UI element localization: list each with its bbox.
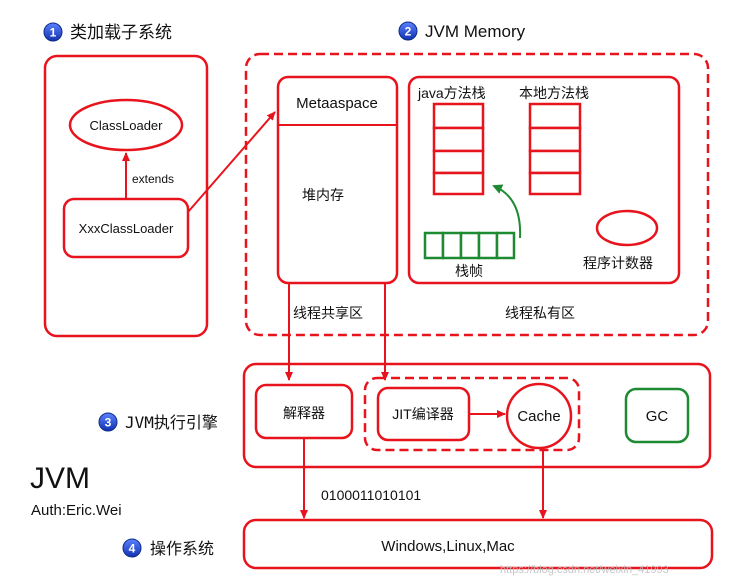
metaspace-label: Metaaspace (296, 95, 378, 112)
stack-frame-cell-2 (441, 231, 463, 260)
badge-4-number: 4 (129, 542, 136, 556)
section-3-header: 3 JVM执行引擎 (98, 412, 218, 432)
stack-frame-label: 栈帧 (455, 263, 483, 279)
heap-label: 堆内存 (302, 187, 344, 203)
section-1-title: 类加载子系统 (70, 23, 172, 42)
jit-group-box (363, 376, 581, 452)
badge-3-icon (98, 412, 118, 432)
native-stack-frame-3 (528, 149, 582, 175)
author-label: Auth:Eric.Wei (31, 502, 122, 519)
section-2-title: JVM Memory (425, 22, 526, 41)
section-1-header: 1 类加载子系统 (43, 22, 172, 42)
stack-frame-bar (423, 231, 516, 260)
native-stack-frame-4 (528, 171, 582, 196)
java-stack-frame-3 (432, 149, 485, 175)
badge-2-icon (398, 21, 418, 41)
badge-1-number: 1 (50, 26, 57, 40)
private-area-label: 线程私有区 (505, 305, 575, 321)
cache-label: Cache (517, 408, 560, 425)
java-stack-label: java方法栈 (417, 85, 486, 101)
java-method-stack (432, 102, 485, 196)
classloader-node (68, 98, 184, 152)
native-method-stack (528, 102, 582, 196)
gc-label: GC (646, 408, 669, 425)
badge-1-icon (43, 22, 63, 42)
stack-frame-cell-4 (477, 231, 499, 260)
cache-node (505, 382, 573, 450)
pc-register-node (595, 209, 659, 247)
extends-label: extends (132, 172, 174, 186)
section-4-header: 4 操作系统 (122, 538, 214, 558)
watermark: https://blog.csdn.net/weixin_41993 (500, 564, 669, 576)
classloader-label: ClassLoader (90, 118, 164, 133)
classloader-subsystem-box (43, 54, 209, 338)
os-label: Windows,Linux,Mac (381, 538, 515, 555)
java-stack-frame-1 (432, 102, 485, 130)
interpreter-label: 解释器 (283, 405, 325, 421)
shared-area-label: 线程共享区 (293, 305, 363, 321)
stack-frame-push-arrow (492, 184, 522, 239)
gc-node (624, 387, 690, 444)
native-stack-frame-1 (528, 102, 582, 130)
section-4-title: 操作系统 (150, 540, 214, 558)
binary-code-label: 0100011010101 (321, 487, 421, 503)
jvm-title: JVM (30, 462, 90, 495)
stack-frame-cell-1 (423, 231, 445, 260)
badge-3-number: 3 (105, 416, 112, 430)
execution-engine-box (242, 362, 712, 469)
stack-frame-cell-5 (495, 231, 516, 260)
badge-2-number: 2 (405, 25, 412, 39)
os-box (242, 518, 714, 570)
badge-4-icon (122, 538, 142, 558)
xxx-classloader-label: XxxClassLoader (79, 221, 174, 236)
native-stack-frame-2 (528, 126, 582, 153)
java-stack-frame-4 (432, 171, 485, 196)
native-stack-label: 本地方法栈 (519, 85, 589, 101)
load-to-metaspace-arrow (187, 111, 276, 213)
pc-register-label: 程序计数器 (583, 255, 653, 271)
jit-label: JIT编译器 (392, 406, 453, 422)
section-3-title: JVM执行引擎 (125, 413, 218, 432)
shared-area-box (276, 75, 399, 285)
jvm-memory-box (244, 52, 710, 337)
section-2-header: 2 JVM Memory (398, 21, 526, 41)
stack-frame-cell-3 (459, 231, 481, 260)
java-stack-frame-2 (432, 126, 485, 153)
